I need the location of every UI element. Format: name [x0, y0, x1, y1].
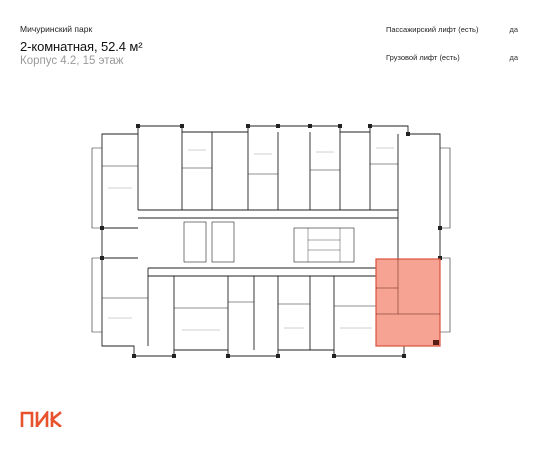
spec-value: да: [509, 25, 518, 34]
specs-list: Пассажирский лифт (есть) да Грузовой лиф…: [386, 21, 518, 77]
pik-logo: [20, 411, 62, 427]
spec-row-freight-lift: Грузовой лифт (есть) да: [386, 49, 518, 77]
spec-label: Грузовой лифт (есть): [386, 53, 460, 62]
highlighted-apartment[interactable]: [375, 258, 441, 347]
apartment-title: 2-комнатная, 52.4 м²: [20, 39, 143, 54]
floor-plan-drawing: [91, 124, 451, 358]
pik-logo-mark: [20, 411, 62, 427]
spec-label: Пассажирский лифт (есть): [386, 25, 479, 34]
spec-row-passenger-lift: Пассажирский лифт (есть) да: [386, 21, 518, 49]
building-floor: Корпус 4.2, 15 этаж: [20, 55, 124, 67]
spec-value: да: [509, 53, 518, 62]
floor-plan: [78, 118, 456, 368]
complex-name: Мичуринский парк: [20, 24, 93, 34]
